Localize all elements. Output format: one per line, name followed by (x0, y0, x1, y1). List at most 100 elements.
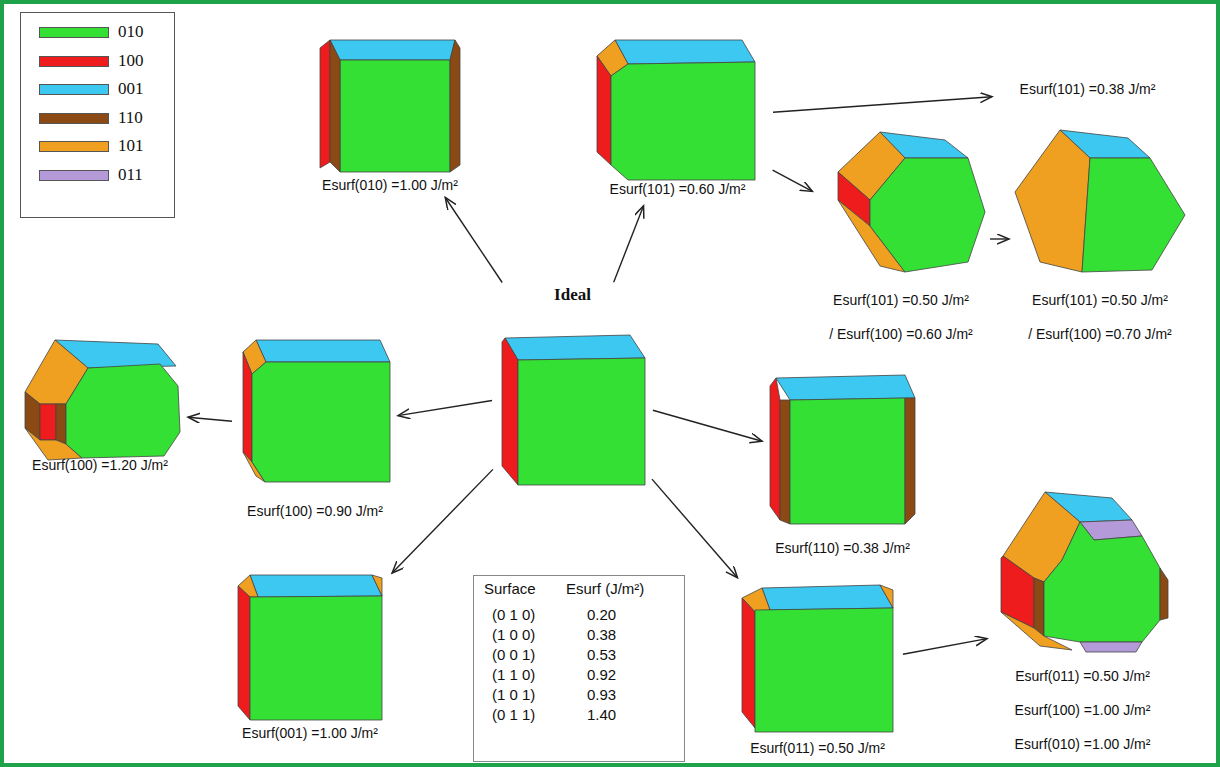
legend-text: 100 (118, 51, 144, 71)
arrow-connector (652, 479, 738, 578)
arrow-connector (445, 197, 502, 282)
energy-caption: / Esurf(100) =0.70 J/m² (1028, 326, 1172, 343)
arrow-connector (653, 410, 762, 441)
crystal-facet (250, 575, 382, 597)
energy-caption: Esurf(100) =1.00 J/m² (1015, 702, 1151, 719)
legend-box: 010 100 001 110 101 011 (20, 12, 175, 218)
legend-swatch (39, 170, 109, 181)
arrow-connector (614, 206, 644, 282)
arrow-connector (398, 400, 492, 415)
table-cell: 0.53 (587, 646, 616, 664)
crystal-facet (330, 40, 340, 172)
legend-swatch (39, 113, 109, 124)
energy-caption: Esurf(101) =0.50 J/m² (833, 292, 969, 309)
energy-caption: / Esurf(100) =0.60 J/m² (829, 326, 973, 343)
crystal-shape: Esurf(011) =0.50 J/m² Esurf(100) =1.00 J/… (990, 485, 1175, 757)
crystal-facet (252, 362, 390, 482)
crystal-facet (1160, 568, 1168, 620)
crystal-facet (250, 596, 382, 720)
arrow-connector (188, 417, 232, 421)
crystal-facet (880, 585, 893, 608)
table-cell: Esurf (J/m²) (566, 580, 644, 598)
crystal-facet (780, 400, 790, 524)
energy-caption: Esurf(001) =1.00 J/m² (242, 725, 378, 742)
crystal-facet (56, 404, 66, 444)
legend-swatch (39, 141, 109, 152)
crystal-facet (597, 56, 611, 165)
energy-caption: Esurf(100) =0.90 J/m² (247, 503, 383, 520)
energy-caption: Esurf(101) =0.60 J/m² (610, 181, 746, 198)
crystal-facet (518, 358, 645, 485)
arrow-connector (773, 97, 992, 112)
crystal-facet (615, 40, 755, 64)
table-cell: 0.92 (587, 666, 616, 684)
heading: Ideal (554, 285, 591, 305)
crystal-shape: Esurf(001) =1.00 J/m² (230, 570, 390, 745)
crystal-facet (1080, 642, 1142, 652)
table-cell: (1 0 1) (492, 686, 535, 704)
crystal-facet (330, 40, 455, 60)
crystal-facet (1034, 578, 1044, 636)
crystal-shape: Esurf(010) =1.00 J/m² (300, 35, 480, 195)
energy-caption: Esurf(011) =0.50 J/m² (750, 740, 885, 757)
crystal-facet (450, 40, 460, 172)
table-cell: 0.93 (587, 686, 616, 704)
crystal-facet (790, 398, 905, 524)
energy-caption: Esurf(110) =0.38 J/m² (775, 540, 910, 557)
crystal-shape: Esurf(101) =0.60 J/m² (585, 35, 770, 203)
crystal-facet (320, 40, 330, 168)
crystal-facet (755, 608, 893, 732)
arrow-connector (990, 238, 1009, 239)
crystal-shape: Esurf(101) =0.50 J/m² / Esurf(100) =0.60 … (815, 128, 987, 350)
energy-caption: Esurf(010) =1.00 J/m² (1015, 736, 1151, 753)
arrow-connector (903, 639, 987, 655)
energy-caption: Esurf(010) =1.00 J/m² (322, 177, 458, 194)
table-cell: (1 0 0) (492, 626, 535, 644)
table-cell: 1.40 (587, 706, 616, 724)
legend-swatch (39, 84, 109, 95)
crystal-facet (256, 340, 390, 362)
legend-swatch (39, 27, 109, 38)
legend-text: 010 (118, 22, 144, 42)
crystal-shape: Esurf(110) =0.38 J/m² (765, 370, 920, 558)
crystal-shape: Esurf(100) =0.90 J/m² (235, 335, 395, 523)
crystal-shape: Esurf(101) =0.38 J/m² (995, 78, 1180, 102)
crystal-facet (243, 352, 252, 462)
crystal-facet (1015, 130, 1090, 272)
crystal-facet (1044, 522, 1160, 642)
crystal-facet (1001, 556, 1034, 628)
crystal-facet (502, 338, 518, 485)
crystal-facet (905, 398, 915, 524)
energy-caption: Esurf(101) =0.38 J/m² (1020, 81, 1156, 98)
energy-caption: Esurf(101) =0.50 J/m² (1032, 292, 1168, 309)
crystal-facet (66, 364, 180, 458)
crystal-facet (1082, 158, 1185, 272)
table-cell: (0 1 1) (492, 706, 535, 724)
table-cell: (0 0 1) (492, 646, 535, 664)
table-cell: Surface (484, 580, 536, 598)
legend-text: 110 (118, 108, 143, 128)
energy-caption: Esurf(011) =0.50 J/m² (1015, 668, 1150, 685)
crystal-facet (372, 575, 382, 596)
crystal-facet (770, 378, 780, 520)
crystal-shape: Esurf(101) =0.50 J/m² / Esurf(100) =0.70 … (1012, 128, 1188, 350)
table-cell: 0.38 (587, 626, 616, 644)
crystal-facet (505, 335, 645, 360)
legend-text: 101 (118, 136, 144, 156)
crystal-facet (776, 375, 915, 400)
legend-swatch (39, 56, 109, 67)
legend-text: 001 (118, 79, 144, 99)
legend-text: 011 (118, 165, 143, 185)
table-box: Surface Esurf (J/m²) (0 1 0) 0.20 (1 0 0) 0.3… (473, 575, 685, 762)
crystal-facet (870, 158, 985, 272)
arrow-connector (773, 170, 813, 191)
crystal-facet (611, 62, 755, 180)
crystal-facet (238, 586, 250, 720)
table-cell: (0 1 0) (492, 606, 535, 624)
table-cell: 0.20 (587, 606, 616, 624)
crystal-shape: Esurf(011) =0.50 J/m² (735, 580, 900, 760)
table-cell: (1 1 0) (492, 666, 535, 684)
